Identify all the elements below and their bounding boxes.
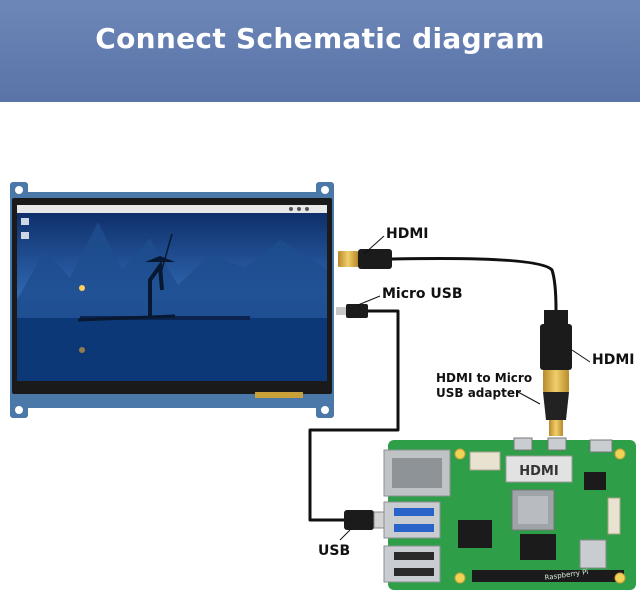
hdmi-plug-housing bbox=[358, 249, 392, 269]
usb-c-power-port bbox=[589, 439, 613, 453]
ethernet-inner bbox=[392, 458, 442, 488]
hdmi-plug-pi bbox=[540, 310, 572, 392]
micro-hdmi-port-1 bbox=[547, 437, 567, 451]
micro-usb-housing bbox=[346, 304, 368, 318]
gpio-header bbox=[472, 570, 624, 582]
hdmi-cable bbox=[390, 256, 558, 312]
tray-icon bbox=[305, 207, 309, 211]
adapter-tip bbox=[549, 420, 563, 436]
mountain-silhouette bbox=[17, 222, 327, 318]
wifi-module bbox=[579, 539, 607, 569]
hdmi-chip-label: HDMI bbox=[519, 464, 558, 479]
label-micro-usb: Micro USB bbox=[382, 286, 463, 302]
micro-hdmi-port-0 bbox=[513, 437, 533, 451]
hdmi-plug-tip bbox=[543, 370, 569, 392]
pmic-chip bbox=[584, 472, 606, 490]
soc-die bbox=[518, 496, 548, 524]
title-banner: Connect Schematic diagram bbox=[0, 0, 640, 102]
pi-mount-hole bbox=[614, 448, 626, 460]
micro-usb-plug bbox=[336, 304, 368, 318]
page-title: Connect Schematic diagram bbox=[95, 22, 545, 55]
lake-reflection bbox=[17, 318, 327, 381]
usb-cable bbox=[308, 309, 400, 522]
hdmi-strain-relief bbox=[544, 310, 568, 324]
mount-hole bbox=[321, 406, 329, 414]
mount-hole bbox=[15, 186, 23, 194]
cables bbox=[308, 256, 558, 522]
shield-can bbox=[505, 455, 573, 483]
desktop-taskbar bbox=[17, 205, 327, 213]
hdmi-plug-housing bbox=[540, 324, 572, 370]
pi-mount-hole bbox=[454, 572, 466, 584]
display-module bbox=[10, 182, 334, 418]
lantern-icon bbox=[79, 285, 85, 291]
pi-mount-hole bbox=[614, 572, 626, 584]
adapter-body bbox=[543, 392, 569, 420]
label-adapter-line1: HDMI to Micro bbox=[436, 371, 533, 385]
pi-mount-hole bbox=[454, 448, 466, 460]
hdmi-micro-adapter bbox=[543, 392, 569, 436]
usb2-port bbox=[383, 545, 441, 583]
hdmi-plug-display bbox=[338, 249, 392, 269]
boat-icon bbox=[77, 314, 176, 322]
rp1-chip bbox=[520, 534, 556, 560]
usb3-tongue bbox=[394, 508, 434, 516]
label-adapter-line2: USB adapter bbox=[436, 386, 521, 400]
tray-icon bbox=[297, 207, 301, 211]
fpc-connector bbox=[255, 392, 303, 398]
fishing-pole bbox=[159, 233, 173, 277]
lantern-reflection bbox=[79, 347, 85, 353]
fisherman-icon bbox=[148, 260, 164, 316]
tray-icon bbox=[289, 207, 293, 211]
ram-chip bbox=[458, 520, 492, 548]
csi-connector bbox=[469, 451, 501, 471]
usb3-tongue bbox=[394, 524, 434, 532]
mount-hole bbox=[15, 406, 23, 414]
label-usb: USB bbox=[318, 543, 351, 559]
raspberry-pi-board: HDMI Raspberry Pi bbox=[383, 437, 636, 590]
desktop-icon bbox=[21, 232, 29, 239]
dsi-connector bbox=[607, 497, 621, 535]
fisherman-hat-icon bbox=[145, 256, 175, 262]
mount-hole bbox=[321, 186, 329, 194]
hdmi-plug-tip bbox=[338, 251, 358, 267]
usb2-tongue bbox=[394, 552, 434, 560]
desktop-icon bbox=[21, 218, 29, 225]
label-hdmi-pi: HDMI bbox=[592, 352, 635, 368]
usb-plug-housing bbox=[344, 510, 374, 530]
label-hdmi-display: HDMI bbox=[386, 226, 429, 242]
micro-usb-tip bbox=[336, 307, 346, 315]
usb2-tongue bbox=[394, 568, 434, 576]
usb3-port bbox=[383, 501, 441, 539]
